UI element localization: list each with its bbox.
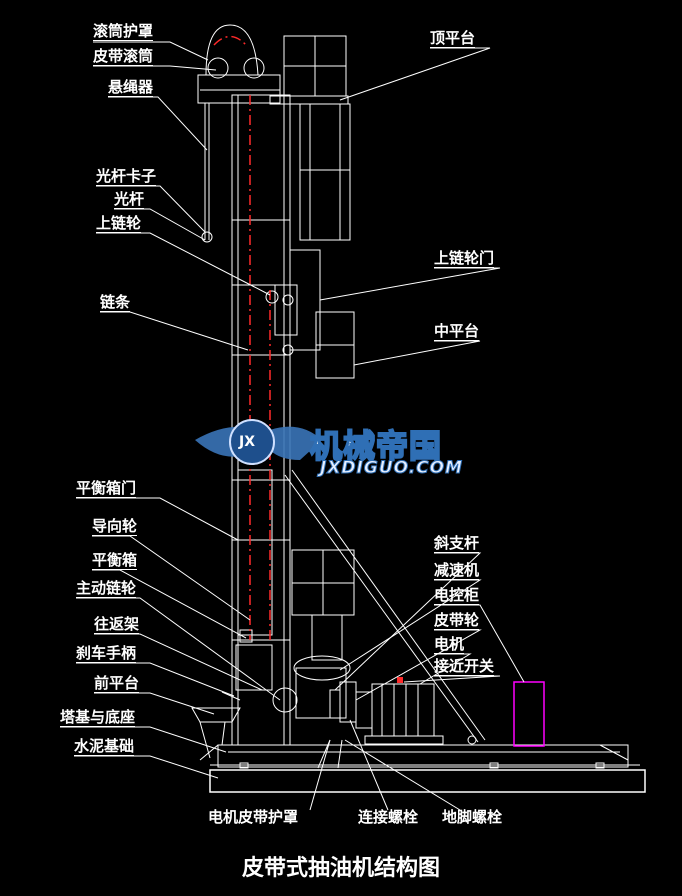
- label-front-platform: 前平台: [94, 674, 140, 693]
- label-reducer: 减速机: [434, 561, 480, 580]
- label-control-cabinet: 电控柜: [434, 586, 480, 605]
- motor-shape: [371, 683, 435, 737]
- label-reciprocating-frame: 往返架: [94, 615, 140, 634]
- reducer-shape: [293, 655, 351, 681]
- label-roller-cover: 滚筒护罩: [93, 22, 154, 41]
- label-balance-box: 平衡箱: [92, 551, 138, 570]
- label-rope-hanger: 悬绳器: [108, 78, 154, 97]
- watermark-brand: 机械帝国: [309, 426, 443, 466]
- roller-cover-shape: [205, 24, 259, 76]
- label-tower-base: 塔基与底座: [60, 708, 136, 727]
- cement-foundation-shape: [209, 769, 646, 793]
- label-upper-sprocket: 上链轮: [96, 214, 142, 233]
- brake-handle-shape: [221, 691, 241, 701]
- label-diagonal-brace: 斜支杆: [434, 534, 480, 553]
- label-drive-sprocket: 主动链轮: [76, 579, 137, 598]
- label-pulley: 皮带轮: [434, 611, 480, 630]
- watermark-logo-icon: [195, 419, 322, 465]
- upper-sprocket-shape: [265, 290, 279, 304]
- balance-box-shape: [237, 469, 273, 636]
- label-polished-rod: 光杆: [114, 190, 145, 209]
- control-cabinet-shape: [513, 681, 545, 747]
- label-cement-foundation: 水泥基础: [74, 737, 135, 756]
- reciprocating-frame-shape: [235, 644, 273, 691]
- label-belt-roller: 皮带滚筒: [93, 47, 154, 66]
- label-proximity-switch: 接近开关: [434, 657, 495, 676]
- label-motor-belt-guard: 电机皮带护罩: [208, 808, 299, 826]
- label-guide-wheel: 导向轮: [92, 517, 138, 536]
- label-middle-platform: 中平台: [434, 322, 480, 341]
- label-rod-clamp: 光杆卡子: [96, 167, 157, 186]
- label-anchor-bolt: 地脚螺栓: [442, 808, 503, 826]
- label-brake-handle: 刹车手柄: [76, 644, 137, 663]
- diagram-title: 皮带式抽油机结构图: [241, 855, 440, 881]
- watermark-url: JXDIGUO.COM: [319, 458, 464, 479]
- tower-base-shape: [217, 744, 629, 768]
- proximity-switch-shape: [397, 677, 403, 683]
- diagonal-brace-shape: [284, 474, 479, 743]
- label-top-platform: 顶平台: [430, 29, 476, 48]
- front-platform-shape: [191, 707, 241, 723]
- label-connecting-bolt: 连接螺栓: [358, 808, 419, 826]
- label-chain: 链条: [100, 293, 131, 312]
- drive-sprocket-shape: [272, 687, 298, 713]
- label-upper-sprocket-door: 上链轮门: [434, 249, 495, 268]
- watermark-badge: JX: [239, 434, 256, 450]
- tower-column: [231, 94, 291, 746]
- label-balance-box-door: 平衡箱门: [76, 479, 137, 498]
- label-motor: 电机: [434, 635, 465, 654]
